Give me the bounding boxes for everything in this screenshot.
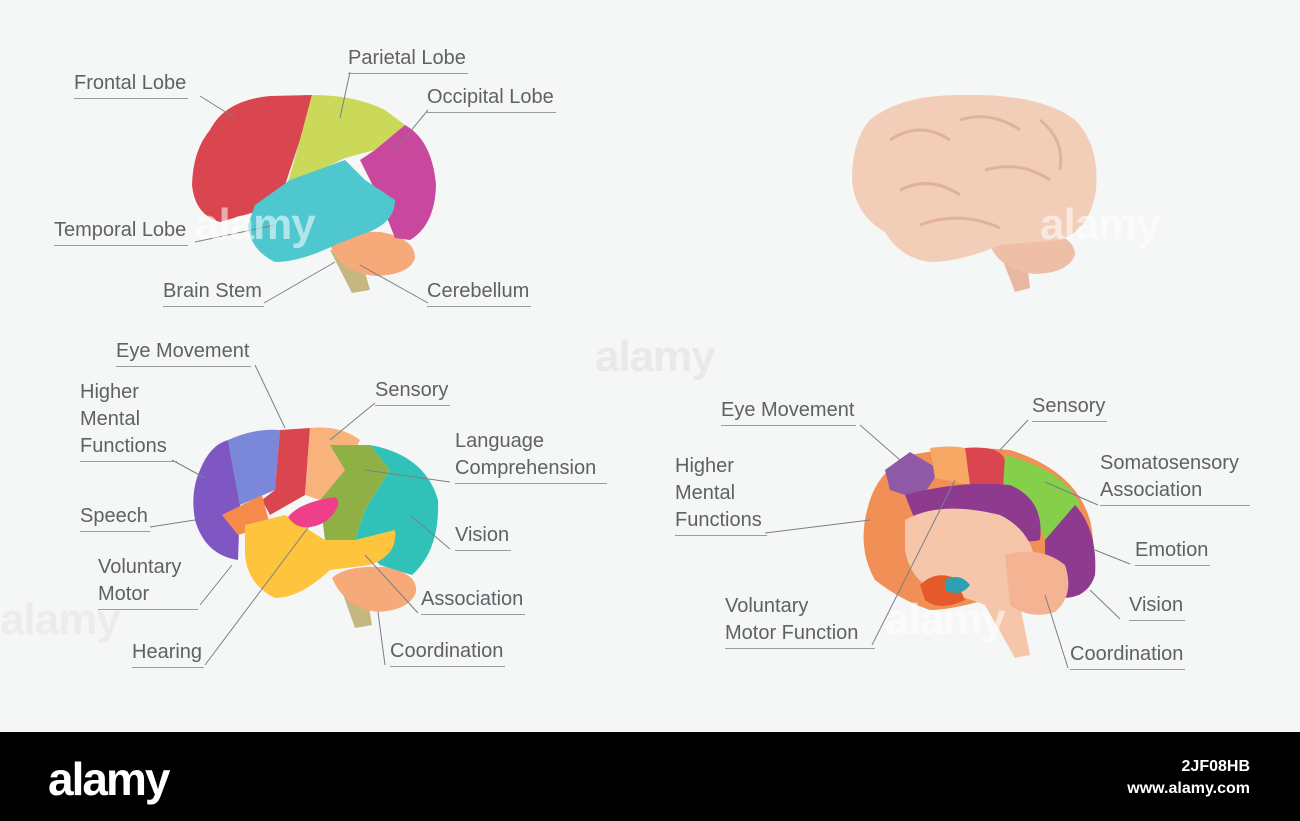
functions-lateral-leaders (149, 364, 451, 666)
label-cerebellum: Cerebellum (427, 278, 532, 307)
medial-orange-top (930, 446, 970, 485)
label-hearing: Hearing (132, 639, 205, 668)
site-url: www.alamy.com (1127, 780, 1250, 797)
label-voluntary-motor-function: Voluntary Motor Function (725, 593, 875, 649)
image-credit: 2JF08HB www.alamy.com (1127, 756, 1250, 800)
watermark: alamy (0, 595, 121, 644)
hearing-region (245, 515, 396, 598)
label-voluntary-motor: Voluntary Motor (98, 554, 198, 610)
label-medial-sensory: Sensory (1032, 393, 1108, 422)
label-brain-stem: Brain Stem (163, 278, 264, 307)
label-higher-mental-functions: Higher Mental Functions (80, 379, 177, 462)
alamy-logo: alamy (48, 753, 170, 805)
label-medial-vision: Vision (1129, 592, 1186, 621)
label-language-comprehension: Language Comprehension (455, 428, 607, 484)
label-sensory: Sensory (375, 377, 451, 406)
label-vision: Vision (455, 522, 512, 551)
image-id: 2JF08HB (1181, 758, 1250, 775)
label-occipital-lobe: Occipital Lobe (427, 84, 556, 113)
functions-brain-lateral (193, 427, 439, 628)
label-coordination: Coordination (390, 638, 506, 667)
medial-eye-region (885, 452, 940, 500)
stock-footer: alamy 2JF08HB www.alamy.com (0, 732, 1300, 821)
watermark: alamy (595, 332, 716, 381)
label-association: Association (421, 586, 526, 615)
frontal-lobe-shape (192, 95, 312, 222)
watermark: alamy (885, 595, 1006, 644)
motor-region (262, 428, 310, 515)
functions-medial-leaders (764, 419, 1131, 669)
medial-inner (905, 508, 1036, 658)
medial-sensory-region (965, 447, 1005, 490)
watermark: alamy (195, 200, 316, 249)
association-spot (288, 497, 339, 528)
label-parietal-lobe: Parietal Lobe (348, 45, 468, 74)
temporal-lobe-shape (248, 160, 395, 262)
lobes-leaders (194, 71, 429, 304)
higher-mental-region (193, 440, 240, 560)
functions-brain-medial (863, 446, 1096, 658)
occipital-lobe-shape (360, 125, 436, 240)
medial-cerebellum (1005, 551, 1069, 615)
label-frontal-lobe: Frontal Lobe (74, 70, 189, 99)
cerebellum-shape (330, 231, 415, 276)
language-region (320, 445, 390, 540)
diagram-stage: alamy alamy alamy alamy alamy Frontal Lo… (0, 45, 1250, 670)
parietal-lobe-shape (288, 95, 405, 182)
eye-movement-region (228, 429, 280, 505)
label-medial-eye-movement: Eye Movement (721, 397, 857, 426)
lobes-brain (192, 95, 436, 293)
label-temporal-lobe: Temporal Lobe (54, 217, 189, 246)
watermark: alamy (1040, 200, 1161, 249)
label-somatosensory-association: Somatosensory Association (1100, 450, 1250, 506)
label-emotion: Emotion (1135, 537, 1211, 566)
brain-illustrations (149, 71, 1131, 669)
label-medial-higher-mental-functions: Higher Mental Functions (675, 453, 767, 536)
label-medial-coordination: Coordination (1070, 641, 1186, 670)
label-eye-movement: Eye Movement (116, 338, 252, 367)
medial-somato-region (1003, 455, 1080, 540)
plain-brain (852, 94, 1097, 292)
label-speech: Speech (80, 503, 150, 532)
